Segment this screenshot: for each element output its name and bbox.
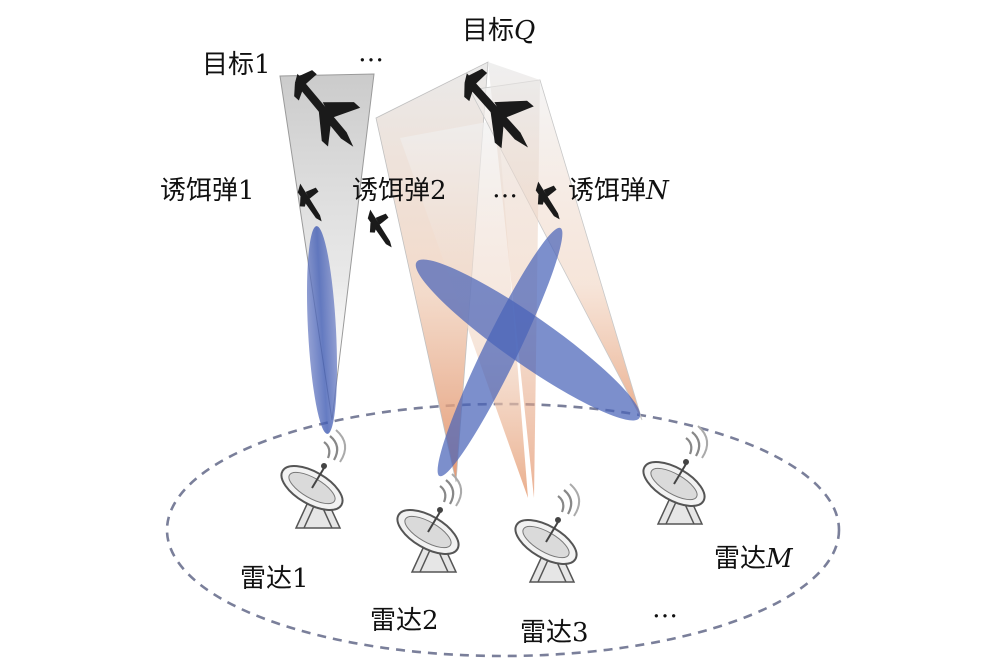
- radar-network-boundary: [165, 402, 841, 658]
- radar-3-dish-icon: [507, 482, 585, 584]
- label-target-1: 目标1: [202, 50, 271, 80]
- label-decoy-n: 诱饵弹N: [568, 178, 669, 204]
- radar-m-dish-icon: [635, 424, 713, 526]
- radar-1-dish-icon: [273, 428, 351, 530]
- label-radar-m-prefix: 雷达: [714, 544, 767, 574]
- label-target-q-prefix: 目标: [462, 16, 515, 46]
- beam-radar1-target1: [279, 73, 375, 421]
- label-target-dots: …: [358, 38, 384, 68]
- beam-radar3-targetQ: [488, 62, 540, 498]
- label-decoy-1: 诱饵弹1: [160, 176, 255, 206]
- main-lobe-radar1: [306, 226, 338, 434]
- label-radar-m-var: M: [766, 544, 793, 574]
- radar-2-dish-icon: [389, 472, 467, 574]
- label-target-q-var: Q: [514, 16, 536, 46]
- label-radar-3: 雷达3: [520, 618, 589, 648]
- label-target-q: 目标Q: [462, 18, 535, 44]
- label-decoy-n-var: N: [646, 176, 669, 206]
- label-radar-2: 雷达2: [370, 606, 439, 636]
- label-radar-dots: …: [652, 594, 678, 624]
- label-decoy-2: 诱饵弹2: [352, 176, 447, 206]
- label-radar-m: 雷达M: [714, 546, 793, 572]
- label-decoy-dots: …: [492, 174, 518, 204]
- label-decoy-n-prefix: 诱饵弹: [568, 176, 647, 206]
- main-lobe-radar2: [437, 227, 563, 477]
- main-lobe-radarM: [415, 259, 641, 421]
- label-radar-1: 雷达1: [240, 564, 309, 594]
